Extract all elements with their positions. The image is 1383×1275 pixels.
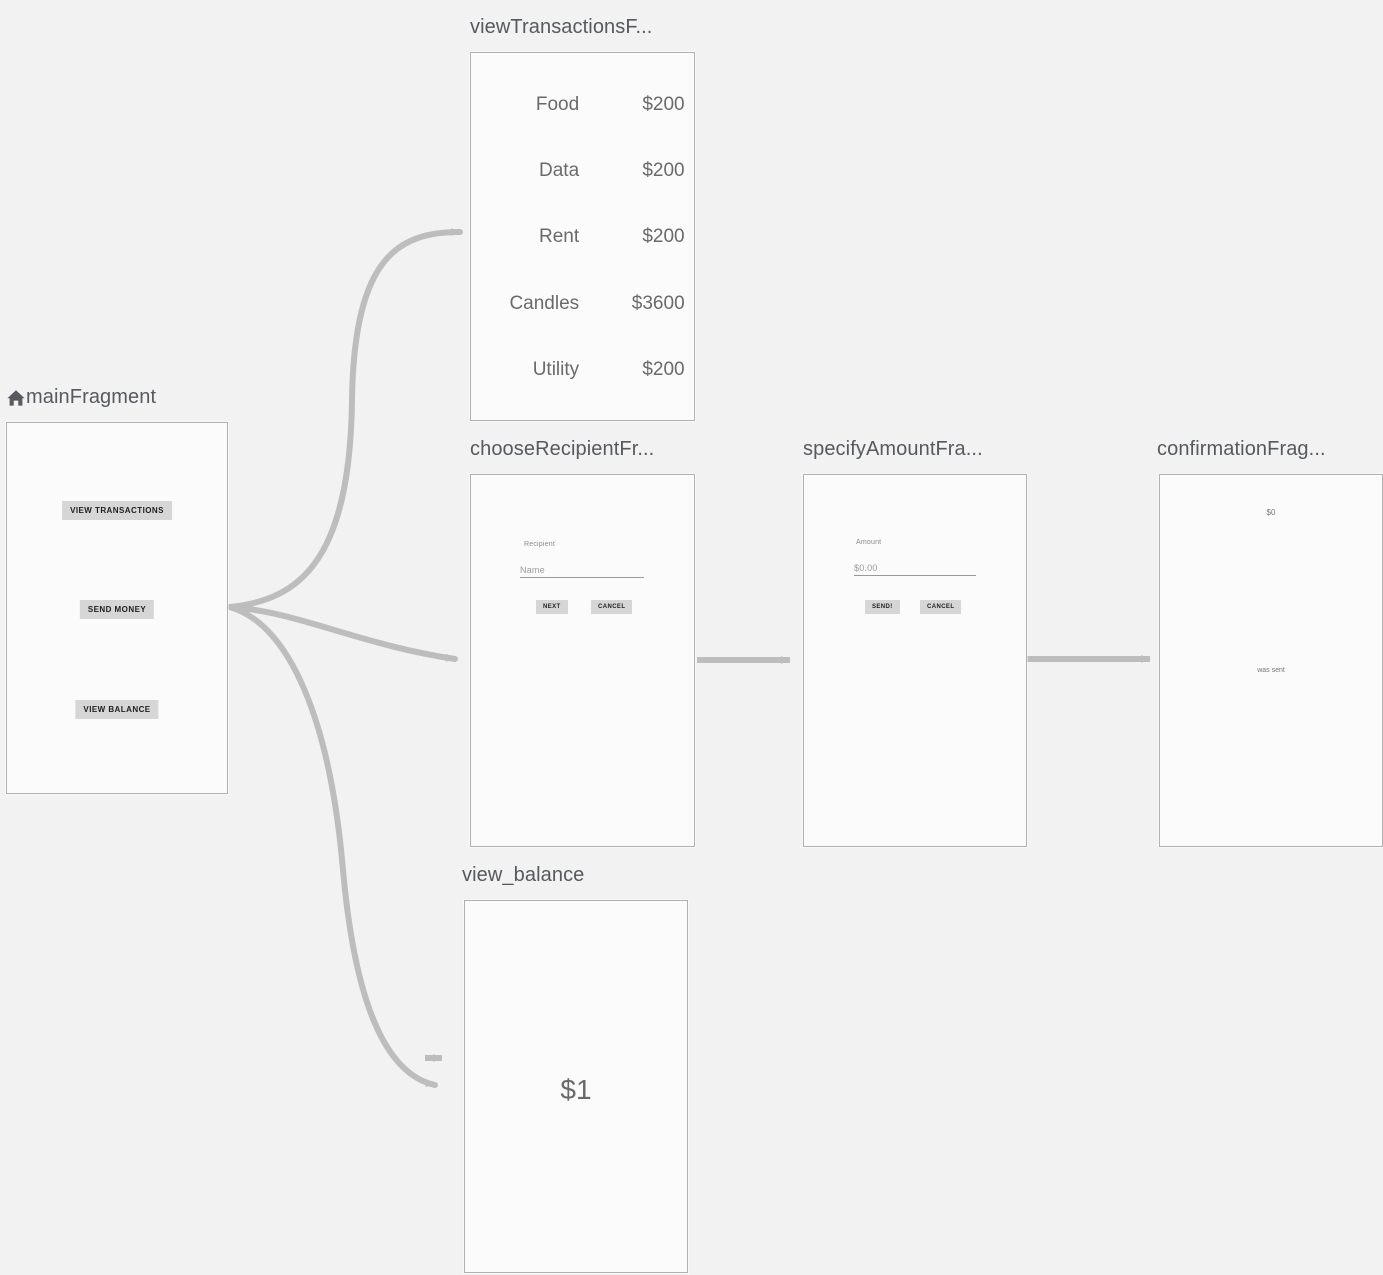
- fragment-choose-recipient-box[interactable]: Recipient Name NEXT CANCEL: [470, 474, 695, 847]
- transaction-amount: $200: [642, 359, 685, 380]
- table-row: Utility $200: [471, 359, 694, 381]
- edge-main-to-view-balance: [227, 604, 438, 1088]
- table-row: Data $200: [471, 160, 694, 182]
- confirmation-amount: $0: [1266, 508, 1276, 517]
- table-row: Food $200: [471, 94, 694, 116]
- cancel-button[interactable]: CANCEL: [591, 600, 633, 614]
- transaction-label: Candles: [509, 293, 580, 314]
- fragment-main-title: mainFragment: [26, 386, 157, 408]
- transaction-label: Food: [535, 94, 580, 115]
- transaction-amount: $200: [642, 94, 685, 115]
- fragment-confirmation-box[interactable]: $0 was sent: [1159, 474, 1383, 847]
- next-button[interactable]: NEXT: [536, 600, 568, 614]
- transaction-label: Utility: [532, 359, 580, 380]
- transaction-label: Rent: [539, 226, 580, 247]
- button-view-balance[interactable]: VIEW BALANCE: [75, 700, 159, 719]
- home-icon: [7, 390, 25, 406]
- fragment-view-transactions-box[interactable]: Food $200 Data $200 Rent $200 Candles $3…: [470, 52, 695, 421]
- confirmation-message: was sent: [1257, 667, 1285, 674]
- transaction-label: Data: [539, 160, 580, 181]
- recipient-field-label: Recipient: [524, 541, 555, 548]
- button-send-money[interactable]: SEND MONEY: [79, 600, 155, 619]
- fragment-choose-recipient-title: chooseRecipientFr...: [470, 438, 655, 460]
- fragment-confirmation-title: confirmationFrag...: [1157, 438, 1326, 460]
- recipient-input[interactable]: Name: [520, 565, 644, 578]
- transaction-amount: $3600: [631, 293, 685, 314]
- fragment-view-transactions-title: viewTransactionsF...: [470, 16, 653, 38]
- send-button[interactable]: SEND!: [865, 600, 900, 614]
- fragment-main-box[interactable]: VIEW TRANSACTIONS SEND MONEY VIEW BALANC…: [6, 422, 228, 794]
- edge-main-to-view-transactions: [227, 228, 463, 610]
- table-row: Rent $200: [471, 226, 694, 248]
- fragment-specify-amount-title: specifyAmountFra...: [803, 438, 983, 460]
- transaction-amount: $200: [642, 160, 685, 181]
- amount-field-label: Amount: [856, 539, 882, 546]
- transaction-amount: $200: [642, 226, 685, 247]
- cancel-button[interactable]: CANCEL: [920, 600, 962, 614]
- table-row: Candles $3600: [471, 293, 694, 315]
- balance-amount: $1: [560, 1074, 592, 1105]
- amount-input[interactable]: $0.00: [854, 563, 976, 576]
- fragment-view-balance-title: view_balance: [462, 864, 585, 886]
- fragment-view-balance-box[interactable]: $1: [464, 900, 688, 1273]
- button-view-transactions[interactable]: VIEW TRANSACTIONS: [62, 501, 172, 520]
- edge-main-to-choose-recipient: [227, 604, 458, 662]
- fragment-specify-amount-box[interactable]: Amount $0.00 SEND! CANCEL: [803, 474, 1027, 847]
